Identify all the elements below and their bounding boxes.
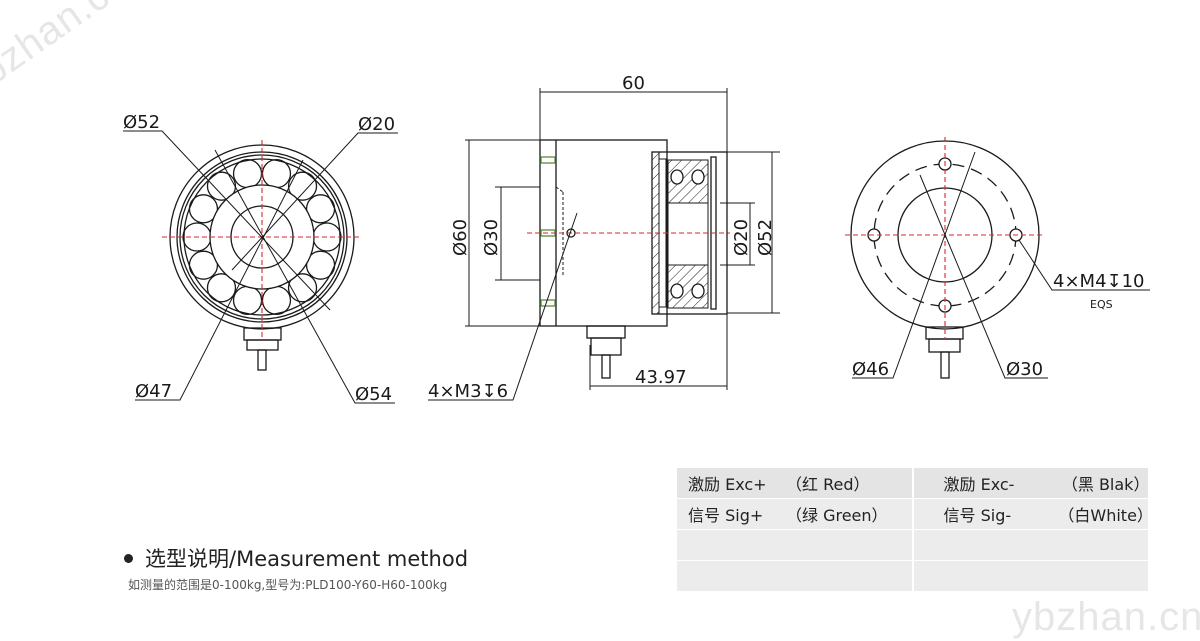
table-cell: 激励 Exc+ （红 Red） [677, 468, 912, 498]
wire-color: （红 Red） [786, 475, 870, 494]
wire-color: （绿 Green） [786, 506, 888, 525]
wire-label: 信号 Sig+ [688, 506, 764, 525]
wire-label: 信号 Sig- [943, 506, 1012, 525]
bullet-icon [124, 553, 133, 563]
dim-bore: Ø20 [731, 219, 752, 256]
table-cell [677, 561, 912, 591]
bearing-ball [305, 194, 336, 224]
thread-sub: EQS [1090, 298, 1113, 311]
dim-bolt-circle: Ø30 [481, 219, 502, 256]
table-cell [913, 561, 1148, 591]
wire-label: 激励 Exc- [943, 475, 1015, 494]
front-view: Ø52 Ø20 Ø47 Ø54 [123, 112, 398, 405]
bearing-ball [188, 250, 219, 280]
dim-label: Ø54 [355, 384, 392, 405]
thread-note: 4×M4↧10 [1053, 271, 1145, 292]
bearing-ball [232, 285, 263, 316]
thread-note: 4×M3↧6 [428, 381, 508, 402]
bearing-ball [287, 273, 318, 303]
wiring-table: 激励 Exc+ （红 Red） 激励 Exc- （黑 Blak） 信号 Sig+ （绿… [677, 468, 1153, 592]
bearing-ball [287, 171, 318, 201]
bearing-ball [232, 158, 263, 189]
dim-label: Ø47 [135, 381, 172, 402]
wire-color: （黑 Blak） [1061, 475, 1150, 494]
table-row: 激励 Exc+ （红 Red） 激励 Exc- （黑 Blak） [677, 468, 1150, 498]
side-view: 60 Ø60 Ø30 Ø20 Ø52 43.97 4×M3↧6 [428, 73, 780, 402]
wire-label: 激励 Exc+ [688, 475, 767, 494]
bearing-ball [261, 285, 292, 316]
table-cell: 信号 Sig- （白White） [913, 499, 1153, 529]
table-cell: 激励 Exc- （黑 Blak） [913, 468, 1150, 498]
bearing-ball [305, 250, 336, 280]
dim-label: Ø20 [358, 114, 395, 135]
table-row [677, 561, 1148, 591]
rear-view: Ø46 Ø30 4×M4↧10 EQS [845, 137, 1150, 380]
wire-color: （白White） [1058, 506, 1153, 525]
bearing-ball [206, 273, 237, 303]
dim-label: Ø30 [1006, 359, 1043, 380]
dim-label: Ø52 [123, 112, 160, 133]
dim-body-dia: Ø60 [450, 219, 471, 256]
dim-label: Ø46 [852, 359, 889, 380]
table-row: 信号 Sig+ （绿 Green） 信号 Sig- （白White） [677, 499, 1153, 529]
watermark: ybzhan.cn [1012, 595, 1200, 639]
bearing-ball [188, 194, 219, 224]
section-title: 选型说明/Measurement method [124, 543, 468, 573]
model-example: 如测量的范围是0-100kg,型号为:PLD100-Y60-H60-100kg [128, 578, 448, 592]
section-title-text: 选型说明/Measurement method [145, 547, 469, 571]
table-cell [913, 530, 1148, 560]
dim-length: 60 [622, 73, 645, 94]
table-cell: 信号 Sig+ （绿 Green） [677, 499, 912, 529]
table-row [677, 530, 1148, 560]
dim-bearing-dia: Ø52 [755, 219, 776, 256]
bearing-ball [261, 158, 292, 189]
dim-offset: 43.97 [635, 367, 687, 388]
table-cell [677, 530, 912, 560]
